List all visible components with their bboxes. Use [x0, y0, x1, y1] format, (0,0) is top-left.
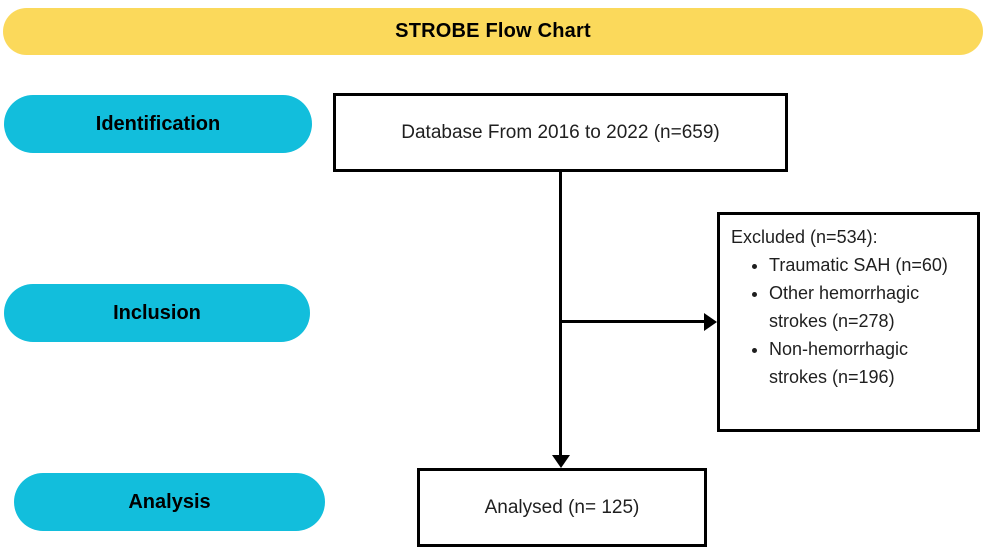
title-banner: STROBE Flow Chart: [3, 8, 983, 55]
excluded-heading: Excluded (n=534):: [731, 227, 878, 247]
analysed-box: Analysed (n= 125): [417, 468, 707, 547]
database-box-label: Database From 2016 to 2022 (n=659): [401, 121, 720, 143]
analysed-box-label: Analysed (n= 125): [484, 496, 640, 518]
excluded-box: Excluded (n=534): Traumatic SAH (n=60) O…: [717, 212, 980, 432]
stage-pill-inclusion: Inclusion: [4, 284, 310, 342]
stage-pill-analysis: Analysis: [14, 473, 325, 531]
stage-label-analysis: Analysis: [128, 490, 211, 513]
connector-database-to-analysed: [559, 172, 562, 458]
stage-label-identification: Identification: [95, 112, 221, 135]
arrowhead-right-icon: [704, 313, 717, 331]
chart-title: STROBE Flow Chart: [395, 20, 591, 42]
arrowhead-down-icon: [552, 455, 570, 468]
stage-pill-identification: Identification: [4, 95, 312, 153]
excluded-list: Traumatic SAH (n=60) Other hemorrhagic s…: [731, 251, 971, 391]
excluded-item: Traumatic SAH (n=60): [769, 251, 971, 279]
database-box: Database From 2016 to 2022 (n=659): [333, 93, 788, 172]
excluded-item: Other hemorrhagic strokes (n=278): [769, 279, 971, 335]
connector-branch-to-excluded: [559, 320, 705, 323]
excluded-item: Non-hemorrhagic strokes (n=196): [769, 335, 971, 391]
stage-label-inclusion: Inclusion: [113, 301, 201, 324]
